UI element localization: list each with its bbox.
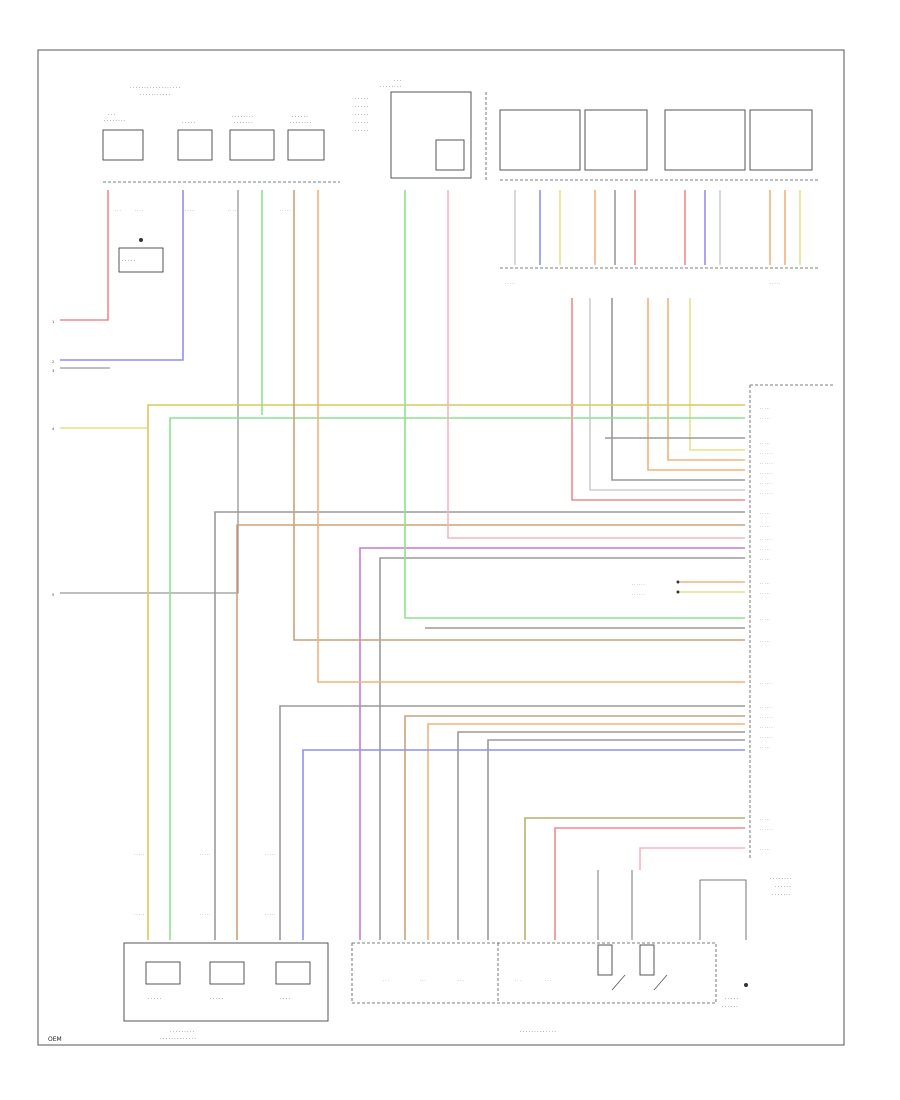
svg-text:· · · · · ·: · · · · · ·	[760, 472, 773, 476]
svg-text:· · · · · · · ·: · · · · · · · ·	[380, 85, 401, 90]
svg-text:· · · · ·: · · · · ·	[200, 853, 210, 857]
svg-text:· · · · ·: · · · · ·	[210, 997, 223, 1002]
svg-text:· · · · ·: · · · · ·	[760, 618, 770, 622]
svg-text:· · · · · · · ·: · · · · · · · ·	[290, 121, 311, 126]
svg-text:· · ·: · · ·	[394, 79, 401, 84]
top-left-components: · · · · · · · · · · · · · · · · · · · · …	[102, 86, 340, 273]
bottom-left-module: · · · · · · · · · · · · · · · · · · · · …	[123, 853, 329, 1042]
svg-text:· · · · ·: · · · · ·	[355, 121, 368, 126]
svg-text:· · · · · · · · · · · · ·: · · · · · · · · · · · · ·	[160, 1037, 196, 1042]
svg-text:· · · · · · · · · · ·: · · · · · · · · · · ·	[140, 93, 170, 98]
svg-text:· · · · ·: · · · · ·	[760, 582, 770, 586]
svg-text:· · ·: · · ·	[420, 979, 426, 983]
svg-text:· · · · ·: · · · · ·	[122, 259, 135, 264]
svg-text:· · · · · ·: · · · · · ·	[760, 452, 773, 456]
svg-text:· · · · ·: · · · · ·	[760, 818, 770, 822]
right-vertical-wires	[571, 298, 745, 501]
right-module: · · · · · · · · · · · · · · · · · · · · …	[632, 384, 835, 898]
svg-text:· · · · · · · ·: · · · · · · · ·	[104, 119, 125, 124]
svg-text:· · · · · ·: · · · · · ·	[760, 828, 773, 832]
top-center-module: · · · · · · · · · · · · · · · · · · · · …	[355, 79, 487, 180]
svg-text:· · · · · ·: · · · · · ·	[632, 583, 645, 587]
svg-text:· · · · · ·: · · · · · ·	[760, 538, 773, 542]
bottom-right-module: · · · · · · · · · · · · · · · · · · · · …	[351, 879, 748, 1035]
svg-text:· · · · ·: · · · · ·	[760, 417, 770, 421]
svg-text:· · · · ·: · · · · ·	[228, 209, 238, 213]
svg-text:· · · · ·: · · · · ·	[760, 525, 770, 529]
svg-text:· · · · ·: · · · · ·	[265, 853, 275, 857]
left-connectors: 1 2 3 4 5	[52, 190, 239, 597]
svg-text:3: 3	[52, 369, 54, 373]
svg-text:· · ·: · · ·	[115, 209, 121, 213]
svg-text:5: 5	[52, 593, 54, 597]
svg-text:· · · · ·: · · · · ·	[760, 848, 770, 852]
svg-text:· · · · ·: · · · · ·	[355, 105, 368, 110]
bus-wires	[147, 190, 745, 940]
svg-text:· · · · · ·: · · · · · ·	[632, 593, 645, 597]
svg-text:· · · · ·: · · · · ·	[134, 853, 144, 857]
svg-text:· · · · ·: · · · · ·	[760, 746, 770, 750]
diagram-frame	[37, 49, 845, 1046]
svg-text:· · · · ·: · · · · ·	[760, 442, 770, 446]
svg-text:· · · · ·: · · · · ·	[760, 512, 770, 516]
svg-text:· · ·: · · ·	[458, 979, 464, 983]
svg-text:· · · · · ·: · · · · · ·	[760, 736, 773, 740]
bottom-center-stubs	[597, 870, 633, 940]
top-right-sensors: · · · · · · · · · ·	[499, 109, 820, 286]
svg-text:· · · · ·: · · · · ·	[355, 129, 368, 134]
svg-text:· · · · · ·: · · · · · ·	[760, 482, 773, 486]
svg-text:· · · · ·: · · · · ·	[725, 997, 738, 1002]
svg-text:· · · · ·: · · · · ·	[280, 209, 290, 213]
svg-text:· · ·: · · ·	[515, 979, 521, 983]
svg-text:· · · · · ·: · · · · · ·	[292, 115, 308, 120]
svg-text:· · · · ·: · · · · ·	[760, 548, 770, 552]
svg-text:2: 2	[52, 360, 54, 364]
svg-text:· · · · ·: · · · · ·	[770, 282, 780, 286]
svg-text:· · · · ·: · · · · ·	[355, 113, 368, 118]
svg-text:· · · · · ·: · · · · · ·	[760, 462, 773, 466]
svg-text:4: 4	[52, 427, 55, 431]
svg-text:1: 1	[52, 320, 54, 324]
svg-text:· · ·: · · ·	[383, 979, 389, 983]
svg-text:· · · · ·: · · · · ·	[355, 97, 368, 102]
svg-text:· · · · ·: · · · · ·	[185, 209, 195, 213]
page-code: OEM	[48, 1036, 62, 1043]
svg-text:· · · · · · ·: · · · · · · ·	[234, 121, 253, 126]
svg-text:· · · · · · ·: · · · · · · ·	[772, 893, 791, 898]
svg-text:· · · · · ·: · · · · · ·	[760, 492, 773, 496]
svg-text:· · · ·: · · · ·	[135, 209, 143, 213]
svg-text:· · · · ·: · · · · ·	[134, 913, 144, 917]
svg-text:· · · · ·: · · · · ·	[182, 121, 195, 126]
svg-text:· · · · ·: · · · · ·	[148, 997, 161, 1002]
svg-text:· · · · · ·: · · · · · ·	[760, 682, 773, 686]
svg-text:· · · · ·: · · · · ·	[265, 913, 275, 917]
sensor-leads	[514, 190, 801, 265]
svg-text:· · · · · · · ·: · · · · · · · ·	[770, 877, 791, 882]
svg-text:· · ·: · · ·	[108, 113, 115, 118]
svg-text:· · · · · ·: · · · · · ·	[760, 706, 773, 710]
svg-text:· · · · · ·: · · · · · ·	[722, 1005, 738, 1010]
svg-text:· · · · ·: · · · · ·	[760, 558, 770, 562]
svg-text:· · · · · ·: · · · · · ·	[775, 885, 791, 890]
svg-text:· · · · · ·: · · · · · ·	[760, 716, 773, 720]
svg-text:· · · · · · · ·: · · · · · · · ·	[232, 115, 253, 120]
svg-text:· · · · ·: · · · · ·	[200, 913, 210, 917]
svg-text:· · · · · ·: · · · · · ·	[760, 726, 773, 730]
svg-text:· · · · · · · · ·: · · · · · · · · ·	[170, 1030, 194, 1035]
svg-text:· · · · ·: · · · · ·	[760, 592, 770, 596]
svg-text:· · · · · · · · · · · · · · ·: · · · · · · · · · · · · · · · · · ·	[130, 86, 180, 91]
svg-text:· · · · ·: · · · · ·	[505, 282, 515, 286]
svg-text:· · · · ·: · · · · ·	[760, 407, 770, 411]
svg-text:· · · · · · · · · · · · ·: · · · · · · · · · · · · ·	[520, 1030, 556, 1035]
svg-text:· · · ·: · · · ·	[280, 997, 290, 1002]
svg-text:· · ·: · · ·	[545, 979, 551, 983]
svg-text:· · · · ·: · · · · ·	[760, 640, 770, 644]
